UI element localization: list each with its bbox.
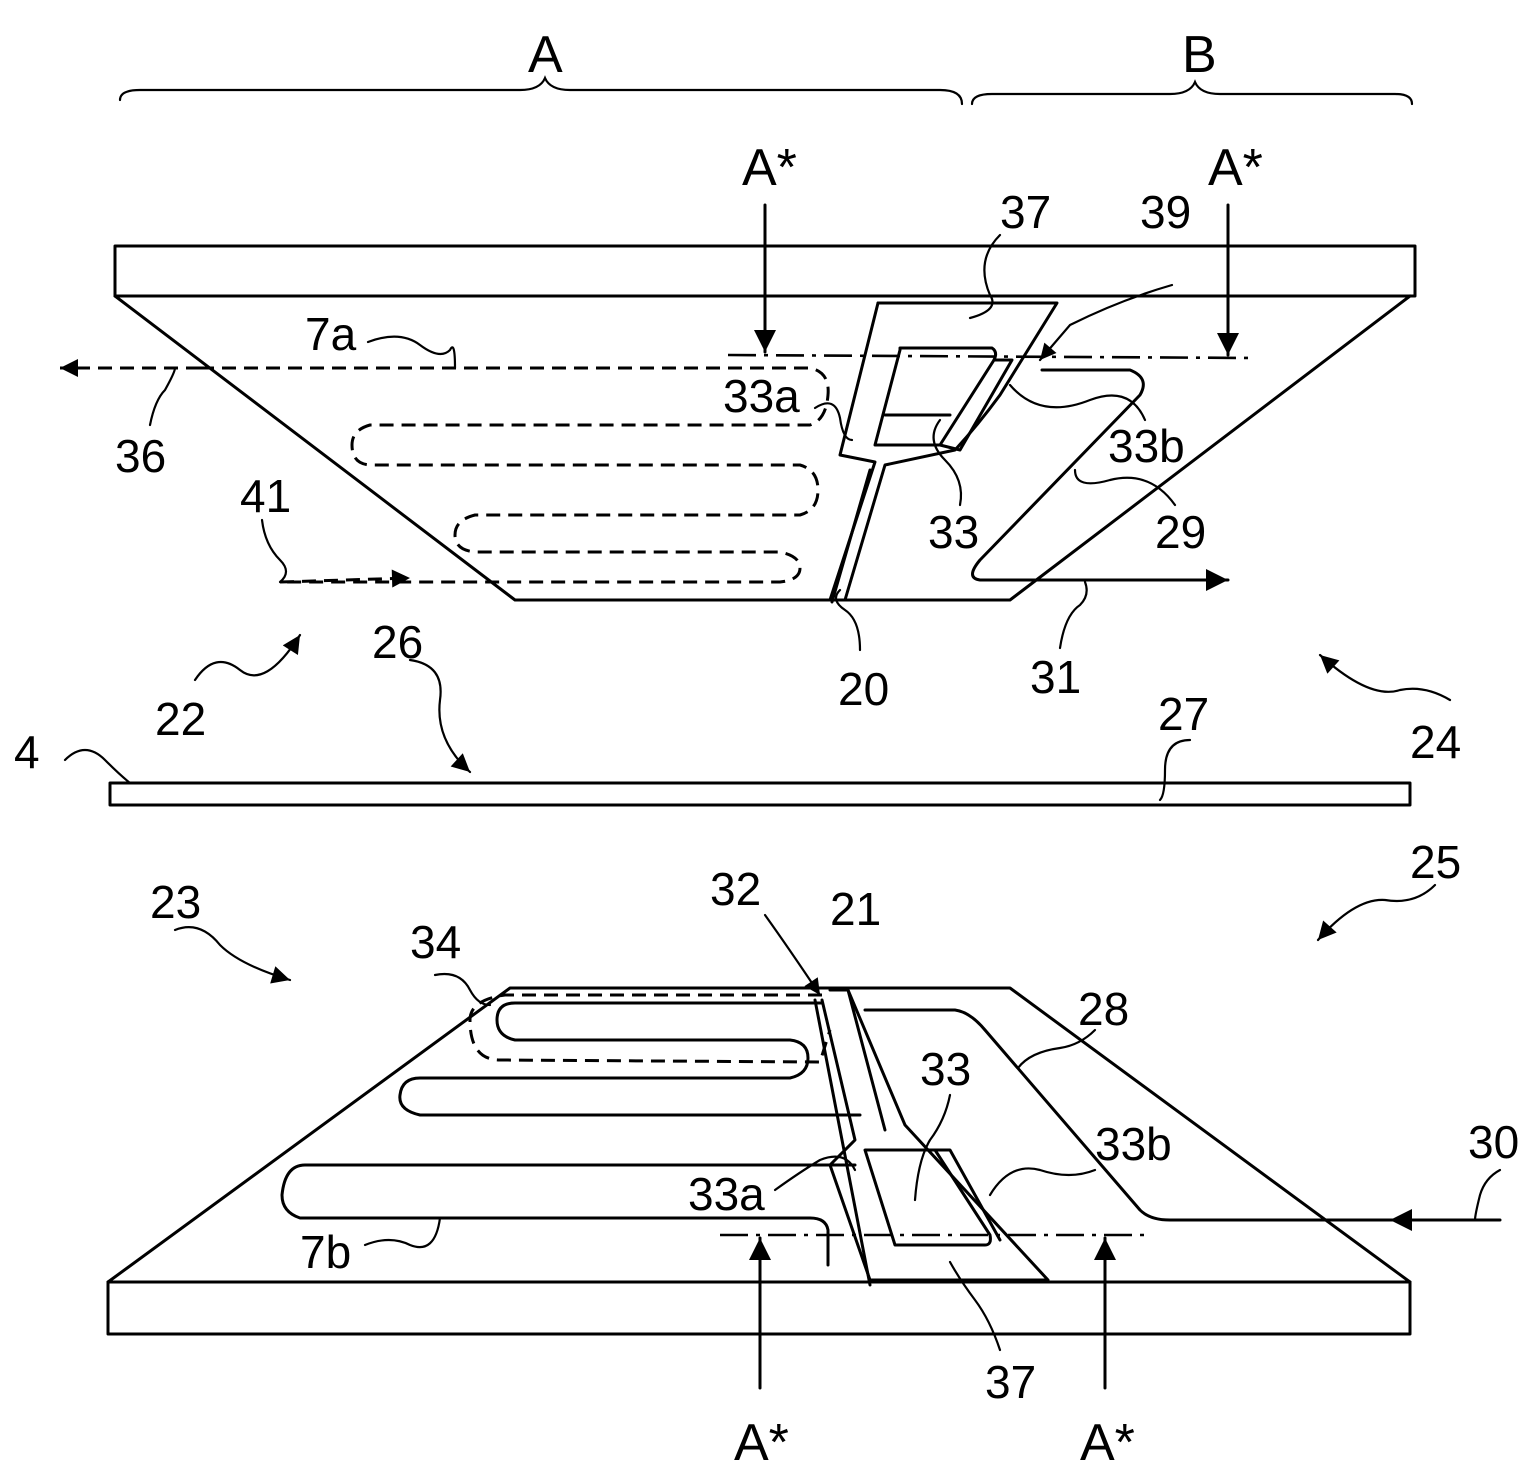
leader-28 bbox=[1018, 1030, 1095, 1068]
leader-30 bbox=[1475, 1170, 1500, 1220]
cut-label-bottom-right: A* bbox=[1080, 1414, 1135, 1472]
leader-7a bbox=[368, 337, 455, 368]
ref-36: 36 bbox=[115, 430, 166, 482]
arrow-32 bbox=[765, 915, 820, 995]
ref-31: 31 bbox=[1030, 651, 1081, 703]
leader-41 bbox=[262, 520, 286, 582]
dashed-channel-34 bbox=[470, 995, 830, 1062]
ref-33b-bottom: 33b bbox=[1095, 1118, 1172, 1170]
ref-33-top: 33 bbox=[928, 506, 979, 558]
ref-32: 32 bbox=[710, 863, 761, 915]
ref-4: 4 bbox=[14, 726, 40, 778]
ref-33b-top: 33b bbox=[1108, 420, 1185, 472]
ref-34: 34 bbox=[410, 916, 461, 968]
top-column-20-left bbox=[830, 303, 878, 600]
ref-24: 24 bbox=[1410, 716, 1461, 768]
wavy-arrow-23 bbox=[175, 927, 290, 980]
ref-7b: 7b bbox=[300, 1226, 351, 1278]
ref-33a-top: 33a bbox=[723, 370, 800, 422]
section-label-a: A bbox=[528, 26, 563, 84]
wavy-arrow-26 bbox=[410, 660, 470, 772]
wavy-arrow-22 bbox=[195, 635, 300, 680]
cut-label-top-left: A* bbox=[742, 139, 797, 197]
middle-plate-4 bbox=[110, 783, 1410, 805]
cut-label-bottom-left: A* bbox=[734, 1414, 789, 1472]
top-section-cut-line bbox=[728, 355, 1255, 358]
ref-29: 29 bbox=[1155, 506, 1206, 558]
leader-33a-bottom bbox=[775, 1157, 855, 1190]
top-channel-29 bbox=[973, 370, 1144, 580]
cut-label-top-right: A* bbox=[1208, 139, 1263, 197]
ref-33a-bottom: 33a bbox=[688, 1168, 765, 1220]
ref-30: 30 bbox=[1468, 1116, 1519, 1168]
ref-37-top: 37 bbox=[1000, 186, 1051, 238]
leader-31 bbox=[1060, 582, 1087, 648]
ref-21: 21 bbox=[830, 883, 881, 935]
leader-33b-bottom bbox=[990, 1168, 1095, 1195]
leader-33-bottom bbox=[915, 1095, 950, 1200]
serpentine-7b bbox=[282, 1165, 855, 1265]
bottom-column-21 bbox=[822, 990, 1048, 1280]
leader-33b-top bbox=[1010, 385, 1145, 420]
ref-33-bottom: 33 bbox=[920, 1043, 971, 1095]
leader-4 bbox=[65, 750, 130, 783]
leader-7b bbox=[365, 1218, 440, 1247]
wavy-arrow-24 bbox=[1320, 655, 1450, 700]
ref-7a: 7a bbox=[305, 308, 357, 360]
ref-23: 23 bbox=[150, 876, 201, 928]
brace-b bbox=[972, 82, 1412, 104]
ref-20: 20 bbox=[838, 663, 889, 715]
ref-39: 39 bbox=[1140, 186, 1191, 238]
ref-26: 26 bbox=[372, 616, 423, 668]
wavy-arrow-25 bbox=[1318, 885, 1435, 940]
leader-36 bbox=[150, 368, 175, 425]
section-label-b: B bbox=[1182, 26, 1217, 84]
ref-22: 22 bbox=[155, 693, 206, 745]
ref-27: 27 bbox=[1158, 688, 1209, 740]
ref-41: 41 bbox=[240, 470, 291, 522]
top-window-33-inner bbox=[940, 360, 1012, 450]
ref-37-bottom: 37 bbox=[985, 1356, 1036, 1408]
ref-25: 25 bbox=[1410, 836, 1461, 888]
ref-28: 28 bbox=[1078, 983, 1129, 1035]
bottom-channel-28 bbox=[865, 1010, 1420, 1220]
